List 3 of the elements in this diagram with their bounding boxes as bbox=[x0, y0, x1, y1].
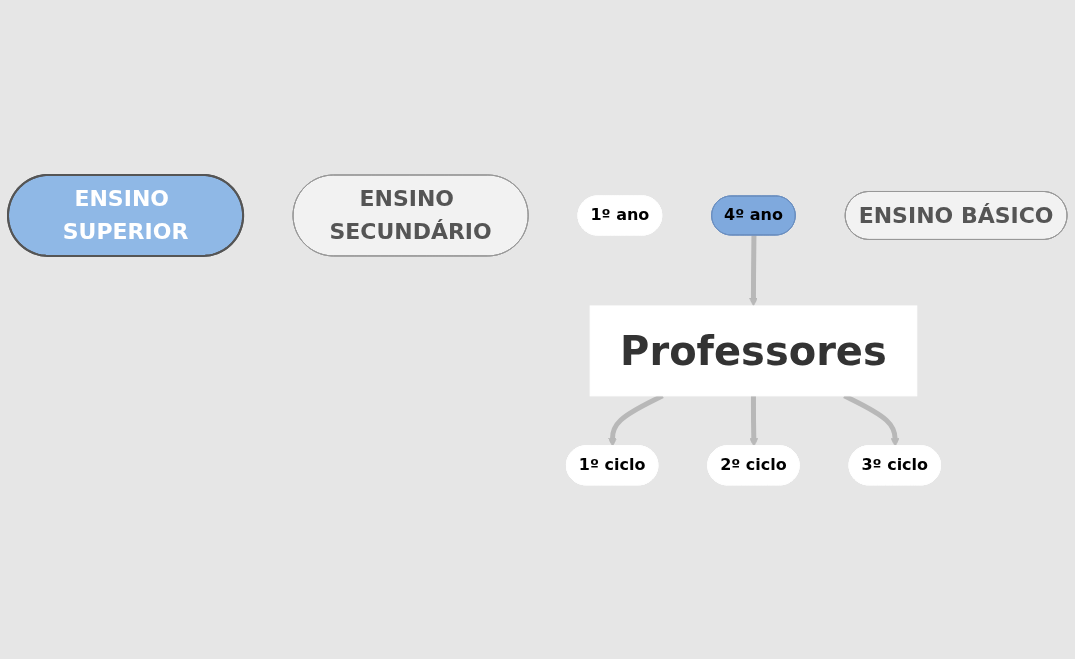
node-box: Professores bbox=[589, 305, 918, 396]
arrow bbox=[749, 235, 758, 306]
arrow bbox=[749, 395, 759, 447]
